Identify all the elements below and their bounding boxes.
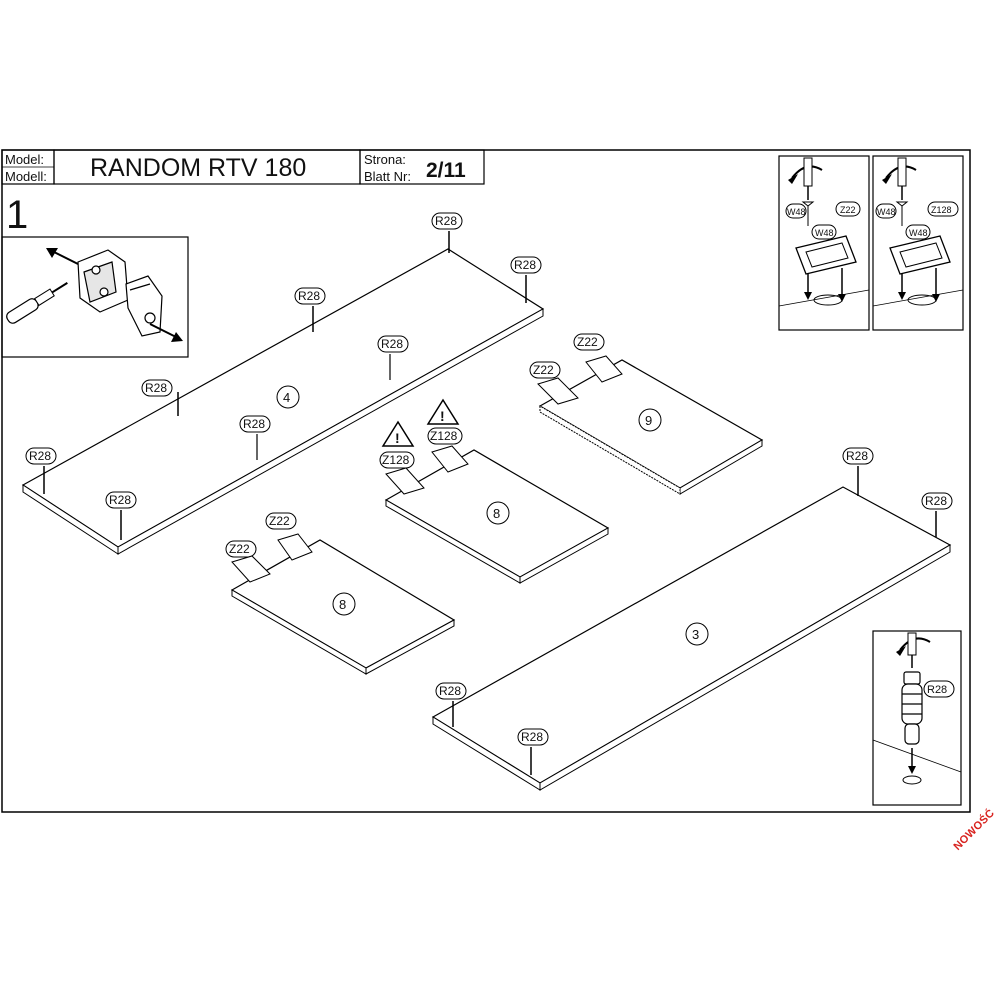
arrow-icon	[149, 323, 179, 339]
screwdriver-icon	[6, 282, 68, 324]
fitting-label-r28: R28	[521, 730, 543, 744]
fitting-label-z22: Z22	[533, 363, 554, 377]
fitting-label-r28: R28	[925, 494, 947, 508]
r28-callout: R28	[921, 492, 953, 537]
r28-callout: R28	[294, 287, 326, 332]
hinge-plate-icon	[231, 555, 271, 583]
panel-3: 3	[431, 486, 952, 791]
modell-label: Modell:	[5, 169, 47, 184]
r28-callout: R28	[239, 415, 271, 460]
hinge-plate-icon	[385, 467, 425, 495]
r28-callout: R28	[517, 728, 549, 775]
r28-callout: R28	[842, 447, 874, 496]
drawing-frame	[1, 149, 971, 813]
fitting-label-r28: R28	[109, 493, 131, 507]
fitting-detail-z128-inset: W48 Z128 W48	[872, 155, 964, 331]
screwdriver-icon	[897, 157, 907, 187]
title-block: Model: Modell: RANDOM RTV 180 Strona: Bl…	[1, 149, 485, 185]
dowel-icon	[901, 671, 923, 745]
z22-callout: Z22 Z22	[529, 333, 623, 405]
part-number-9: 9	[645, 413, 652, 428]
z128-callout: ! ! Z128 Z128	[379, 398, 469, 495]
screw-icon	[801, 201, 815, 226]
hinge-icon	[77, 249, 163, 337]
r28-callout: R28	[435, 682, 467, 727]
r28-callout: R28	[25, 447, 57, 494]
fitting-label-r28: R28	[298, 289, 320, 303]
page-label: Strona:	[364, 152, 406, 167]
model-name: RANDOM RTV 180	[90, 154, 306, 182]
warning-icon	[426, 398, 460, 425]
fitting-label-w48: W48	[815, 228, 834, 238]
r28-callout: R28	[141, 379, 179, 416]
fitting-label-r28: R28	[439, 684, 461, 698]
fitting-label-r28: R28	[846, 449, 868, 463]
page-number: 2/11	[426, 159, 466, 182]
hinge-plate-icon	[537, 377, 579, 405]
arrow-head-icon	[171, 332, 183, 342]
fitting-label-r28: R28	[927, 684, 947, 696]
part-number-3: 3	[692, 627, 699, 642]
fitting-label-z22: Z22	[229, 542, 250, 556]
hinge-plate-icon	[431, 445, 469, 473]
fitting-label-z22: Z22	[840, 205, 856, 215]
fitting-detail-r28-inset: R28	[872, 630, 962, 806]
fitting-label-w48: W48	[787, 207, 806, 217]
fitting-label-r28: R28	[243, 417, 265, 431]
fitting-label-r28: R28	[29, 449, 51, 463]
panel-4: 4	[21, 248, 545, 555]
fitting-label-z128: Z128	[430, 429, 458, 443]
part-number-8: 8	[493, 506, 500, 521]
fitting-label-z128: Z128	[382, 453, 410, 467]
hinge-plate-icon	[585, 355, 623, 383]
svg-text:!: !	[395, 430, 400, 446]
warning-icon	[381, 420, 415, 447]
hinge-detail-inset	[1, 236, 189, 358]
fitting-label-r28: R28	[381, 337, 403, 351]
arrow-head-icon	[896, 646, 906, 656]
fitting-label-w48: W48	[909, 228, 928, 238]
fitting-detail-z22-inset: W48 Z22 W48	[778, 155, 870, 331]
screwdriver-icon	[803, 157, 813, 187]
fitting-label-r28: R28	[435, 214, 457, 228]
z22-callout: Z22 Z22	[225, 512, 313, 583]
step-number: 1	[6, 193, 28, 237]
arrow-head-icon	[46, 248, 58, 258]
svg-text:!: !	[440, 408, 445, 424]
panel-9: 9	[538, 359, 764, 495]
r28-callout: R28	[510, 256, 542, 303]
fitting-label-r28: R28	[514, 258, 536, 272]
fitting-label-w48: W48	[877, 207, 896, 217]
part-number-8: 8	[339, 597, 346, 612]
hinge-plate-icon	[277, 533, 313, 561]
r28-callout: R28	[431, 212, 463, 253]
fitting-label-r28: R28	[145, 381, 167, 395]
arrow-head-icon	[882, 174, 892, 184]
screw-icon	[895, 201, 909, 226]
screwdriver-icon	[907, 632, 917, 656]
model-label: Model:	[5, 152, 44, 167]
panel-8-left: 8	[230, 539, 456, 675]
panel-8-middle: 8	[384, 449, 610, 584]
part-number-4: 4	[283, 390, 290, 405]
r28-callout: R28	[377, 335, 409, 380]
blatt-label: Blatt Nr:	[364, 169, 411, 184]
fitting-label-z22: Z22	[577, 335, 598, 349]
arrow-head-icon	[788, 174, 798, 184]
r28-callout: R28	[105, 491, 137, 540]
fitting-label-z22: Z22	[269, 514, 290, 528]
fitting-label-z128: Z128	[931, 205, 952, 215]
